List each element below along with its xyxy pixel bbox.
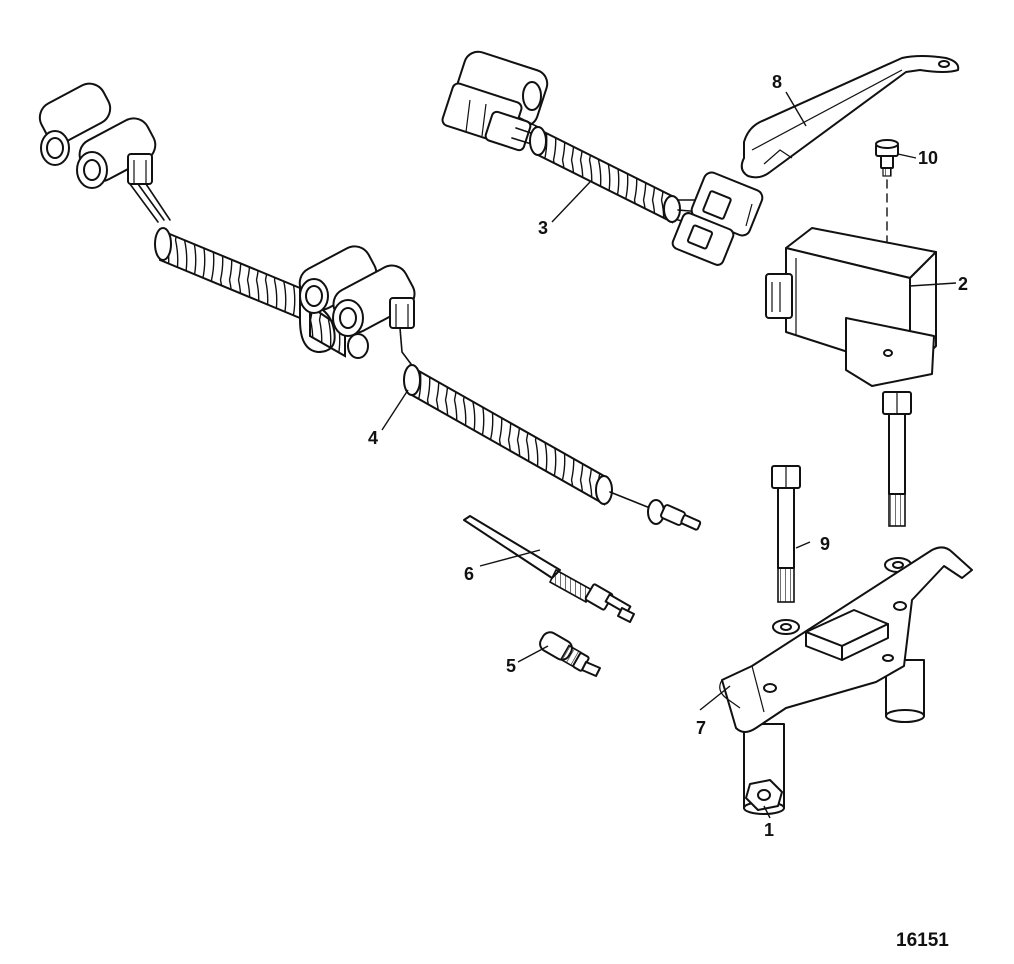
callout-5: 5 bbox=[506, 656, 516, 676]
coil-segment-lower bbox=[403, 364, 613, 506]
callout-2: 2 bbox=[958, 274, 968, 294]
callout-10: 10 bbox=[918, 148, 938, 168]
coiled-harness-4 bbox=[38, 82, 702, 531]
harness-connector-middle bbox=[298, 245, 416, 337]
coil-segment-upper bbox=[154, 227, 369, 359]
bolt-9 bbox=[771, 465, 801, 603]
adapter-connector-lower bbox=[671, 171, 764, 266]
control-module-2 bbox=[765, 227, 937, 387]
figure-reference-number: 16151 bbox=[896, 930, 949, 951]
leader-lines bbox=[381, 91, 957, 819]
callout-labels: 8 10 2 3 4 6 5 7 9 1 bbox=[368, 72, 968, 840]
bolt-long-right bbox=[882, 391, 912, 527]
harness-connector-upper-left bbox=[38, 82, 157, 189]
washer-left bbox=[772, 619, 800, 635]
adapter-harness-3 bbox=[441, 50, 764, 266]
callout-7: 7 bbox=[696, 718, 706, 738]
mounting-bracket-7 bbox=[719, 546, 973, 815]
callout-6: 6 bbox=[464, 564, 474, 584]
glow-plug-6 bbox=[463, 515, 635, 623]
harness-terminal bbox=[647, 499, 702, 531]
temp-sensor-5 bbox=[539, 631, 601, 677]
callout-4: 4 bbox=[368, 428, 378, 448]
callout-3: 3 bbox=[538, 218, 548, 238]
callout-1: 1 bbox=[764, 820, 774, 840]
adapter-connector-upper bbox=[441, 50, 549, 152]
callout-9: 9 bbox=[820, 534, 830, 554]
callout-8: 8 bbox=[772, 72, 782, 92]
mounting-strap-8 bbox=[740, 55, 960, 179]
nut-1 bbox=[745, 779, 783, 811]
